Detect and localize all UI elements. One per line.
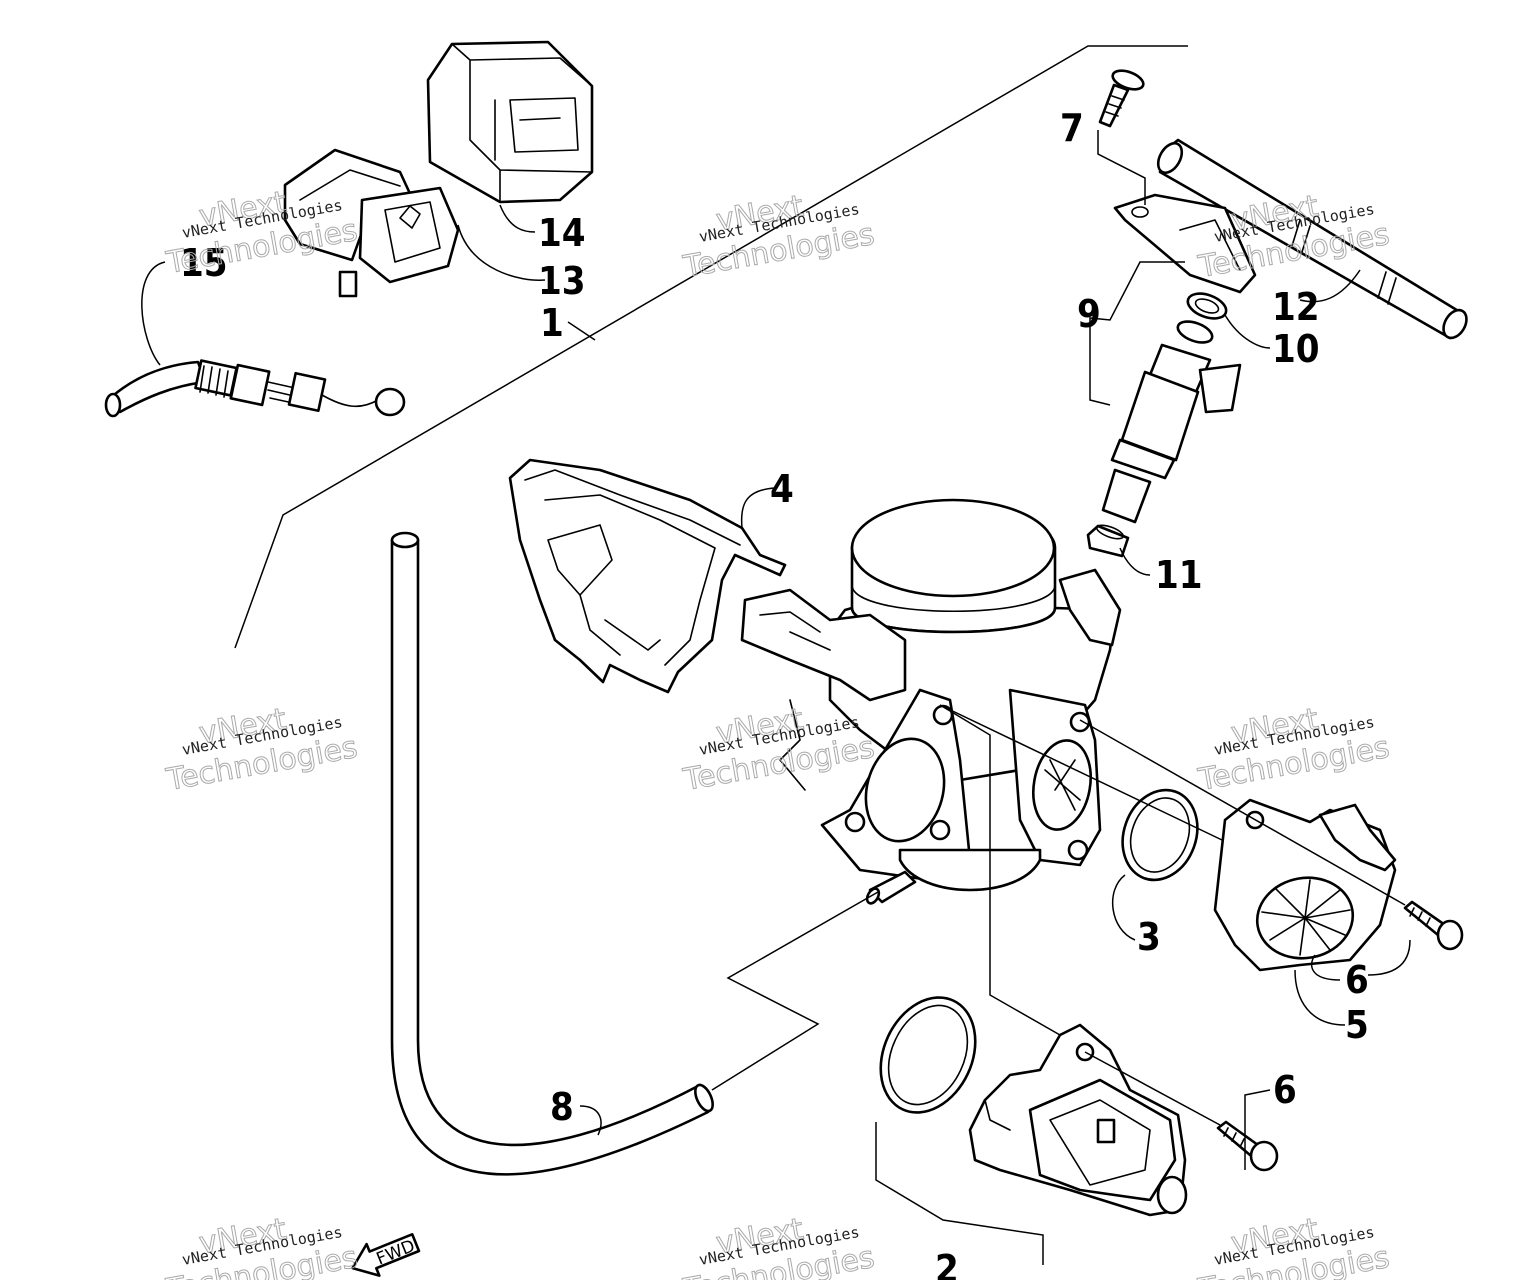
watermark: vNext Technologies vNext Technologies: [680, 188, 878, 285]
callout-6-upper: 6: [1345, 958, 1369, 1002]
part-15-sensor-with-hose: [104, 359, 406, 418]
callout-7: 7: [1060, 106, 1084, 150]
callout-8: 8: [550, 1085, 574, 1129]
callout-11: 11: [1155, 553, 1203, 597]
part-9-fuel-injector: [1101, 320, 1242, 524]
part-12-fuel-rail: [1113, 138, 1468, 340]
part-4-cable-bracket: [508, 458, 787, 694]
assembly-boundary-line: [234, 45, 1188, 649]
part-13-connector: [283, 148, 460, 298]
leader-lines: [141, 130, 1411, 1265]
watermark: vNext Technologies vNext Technologies: [1195, 1211, 1393, 1280]
part-14-connector-cover: [426, 40, 594, 204]
part-6-screw-upper: [1403, 900, 1464, 951]
callout-13: 13: [538, 259, 586, 303]
watermark: vNext Technologies vNext Technologies: [163, 701, 361, 798]
part-6-screw-lower: [1216, 1120, 1279, 1172]
callout-6-lower: 6: [1273, 1068, 1297, 1112]
callout-12: 12: [1272, 285, 1320, 329]
part-8-vacuum-hose: [390, 531, 714, 1176]
throttle-body-housing: [740, 498, 1122, 905]
callout-2: 2: [935, 1247, 959, 1280]
callout-5: 5: [1345, 1003, 1369, 1047]
part-7-screw: [1098, 69, 1145, 128]
callout-10: 10: [1272, 327, 1320, 371]
fwd-label: FWD: [374, 1236, 418, 1269]
watermark: vNext Technologies vNext Technologies: [680, 1211, 878, 1280]
part-3-gasket: [1121, 788, 1199, 882]
callout-4: 4: [770, 467, 794, 511]
part-5-throttle-position-sensor: [1213, 798, 1397, 972]
callout-14: 14: [538, 211, 586, 255]
callout-3: 3: [1137, 915, 1161, 959]
callout-15: 15: [180, 241, 228, 285]
watermarks: vNext Technologies vNext Technologies vN…: [163, 184, 1393, 1280]
part-11-seal: [1086, 524, 1130, 558]
watermark: vNext Technologies vNext Technologies: [1195, 701, 1393, 798]
part-10-o-ring: [1186, 292, 1228, 320]
callout-labels: 1 2 3 4 5 6 6 7 8 9 10 11 12 13 14 15: [180, 106, 1369, 1280]
part-2-idle-air-control: [879, 996, 1188, 1217]
callout-9: 9: [1077, 292, 1101, 336]
watermark: vNext Technologies vNext Technologies: [163, 1211, 361, 1280]
callout-1: 1: [540, 301, 564, 345]
